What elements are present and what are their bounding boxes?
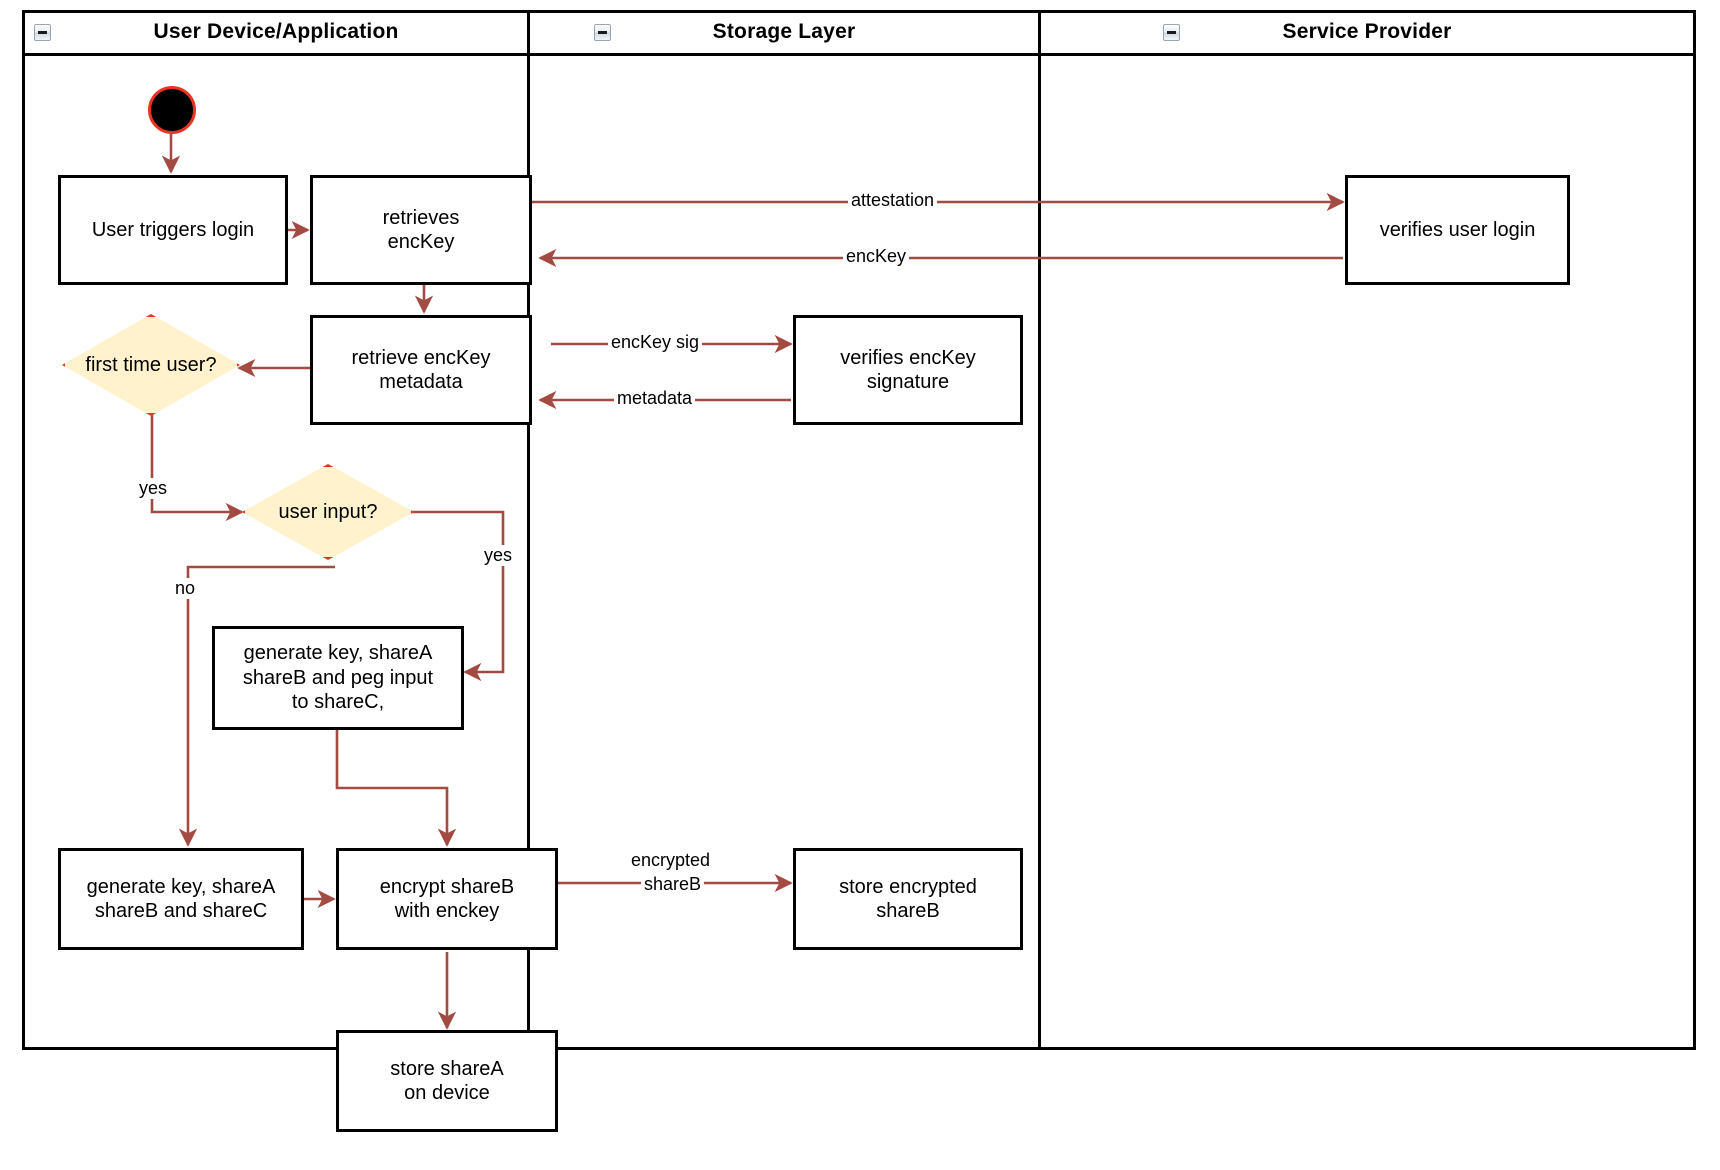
decision-label: first time [85, 353, 161, 376]
collapse-minus-icon-service-provider[interactable] [1163, 24, 1180, 41]
decision-user-input[interactable]: user input? [242, 464, 414, 560]
lane-header-storage-layer: Storage Layer [530, 10, 1038, 56]
node-verifies-enckey-signature[interactable]: verifies encKey signature [793, 315, 1023, 425]
lane-title-user-device: User Device/Application [153, 19, 399, 43]
lane-divider-1 [527, 10, 530, 1050]
node-label: generate key, shareA [86, 875, 276, 898]
edge-label-yes-first-time: yes [136, 478, 171, 500]
node-retrieve-enckey-metadata[interactable]: retrieve encKey metadata [310, 315, 532, 425]
edge-label-metadata: metadata [614, 388, 696, 410]
node-label: retrieves [382, 206, 460, 229]
lane-header-service-provider: Service Provider [1041, 10, 1693, 56]
node-label: shareB and shareC [94, 900, 268, 922]
edge-label-enckey-sig: encKey sig [608, 332, 703, 354]
edge-label-encrypted-shareb-line1: encrypted [628, 850, 714, 872]
edge-label-encrypted-shareb-line2: shareB [641, 874, 705, 896]
node-label: encKey [387, 231, 455, 253]
edge-generate-peg-to-encrypt [335, 727, 457, 847]
node-label: generate key, shareA [243, 642, 433, 665]
lane-divider-2 [1038, 10, 1041, 1050]
node-label: retrieve encKey [351, 346, 491, 369]
node-store-sharea-on-device[interactable]: store shareA on device [336, 1030, 558, 1132]
node-label: with enckey [394, 900, 500, 922]
collapse-minus-icon-user-device[interactable] [34, 24, 51, 41]
node-label: to shareC, [291, 691, 385, 714]
node-label: encrypt shareB [379, 875, 515, 898]
lane-title-storage-layer: Storage Layer [712, 19, 856, 43]
edge-userinput-no-to-generate-abc [178, 565, 335, 847]
node-generate-key-peg-input[interactable]: generate key, shareA shareB and peg inpu… [212, 626, 464, 730]
node-label: shareB and peg input [242, 666, 434, 689]
edge-label-enckey: encKey [843, 246, 910, 268]
edge-label-attestation: attestation [848, 190, 938, 212]
edge-label-no-user-input: no [172, 578, 199, 600]
node-label: verifies user login [1379, 218, 1536, 241]
node-retrieves-enckey[interactable]: retrieves encKey [310, 175, 532, 285]
decision-label: user input? [278, 500, 378, 523]
node-label: verifies encKey signature [840, 346, 976, 393]
node-label: User triggers login [91, 218, 255, 241]
edge-userinput-yes-to-generate-peg [411, 510, 505, 682]
node-label: on device [404, 1082, 490, 1104]
lane-title-service-provider: Service Provider [1282, 19, 1452, 43]
node-user-triggers-login[interactable]: User triggers login [58, 175, 288, 285]
node-label: store shareA [390, 1057, 504, 1080]
edge-firsttime-yes-to-userinput [150, 414, 244, 522]
collapse-minus-icon-storage-layer[interactable] [594, 24, 611, 41]
node-generate-key-shares-abc[interactable]: generate key, shareA shareB and shareC [58, 848, 304, 950]
decision-label: user? [166, 353, 217, 376]
decision-first-time-user[interactable]: first time user? [62, 314, 240, 416]
start-node [148, 86, 196, 134]
edge-label-yes-user-input: yes [481, 545, 516, 567]
node-encrypt-shareb[interactable]: encrypt shareB with enckey [336, 848, 558, 950]
node-label: metadata [379, 371, 463, 393]
lane-header-user-device: User Device/Application [25, 10, 527, 56]
node-verifies-user-login[interactable]: verifies user login [1345, 175, 1570, 285]
node-label: store encrypted [839, 875, 977, 898]
node-store-encrypted-shareb[interactable]: store encrypted shareB [793, 848, 1023, 950]
node-label: shareB [876, 900, 940, 922]
